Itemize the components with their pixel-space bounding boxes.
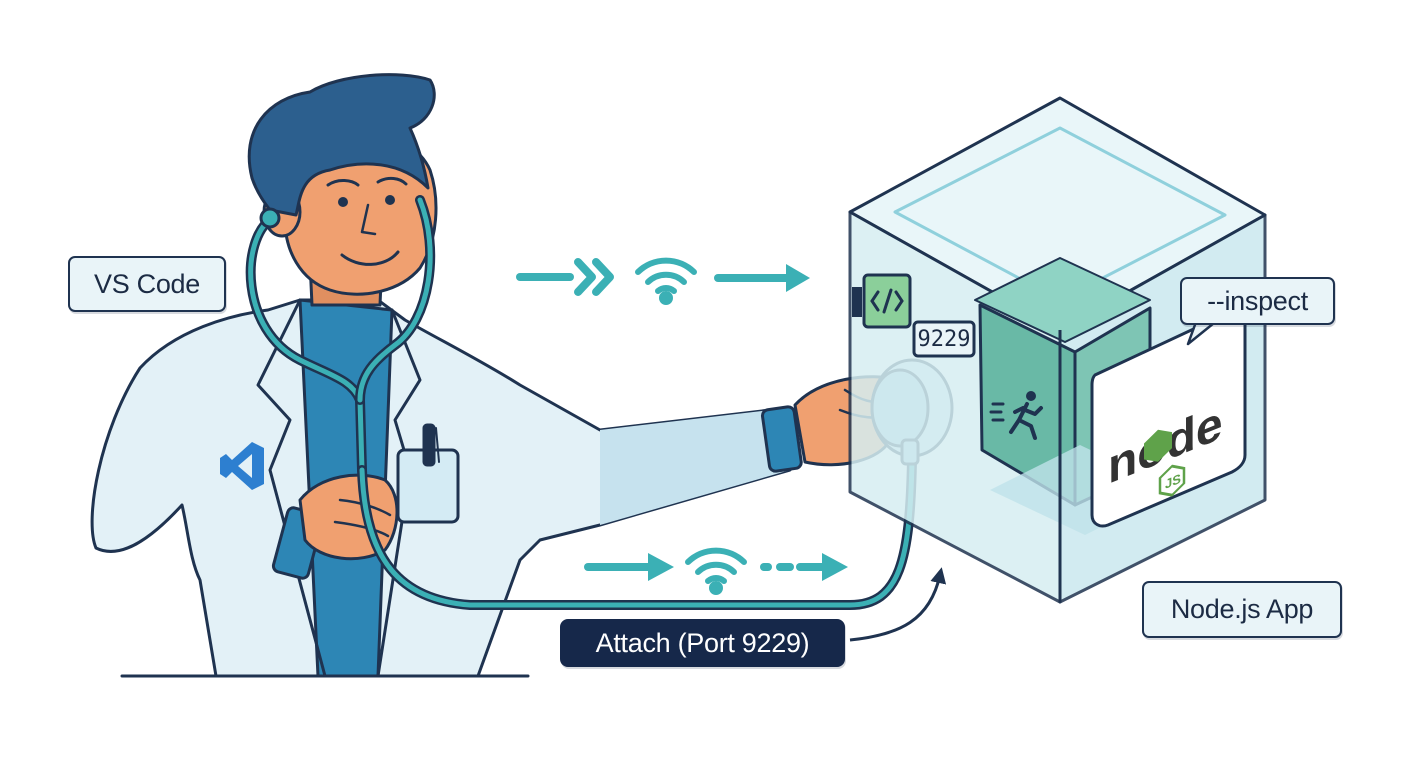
js-logo-text: JS xyxy=(1165,471,1181,492)
wifi-icon xyxy=(635,257,697,305)
eye-left xyxy=(338,197,348,207)
signal-arrows-top xyxy=(516,257,810,305)
hair xyxy=(247,73,436,217)
port-number: 9229 xyxy=(917,326,971,352)
eyebrow-right xyxy=(376,176,408,186)
eye-right xyxy=(385,195,395,205)
hand-left xyxy=(298,473,399,561)
coat-lapel-right xyxy=(376,308,422,678)
arrowhead-icon xyxy=(822,553,848,581)
node-app-label: Node.js App xyxy=(1142,581,1342,638)
vscode-label: VS Code xyxy=(68,256,226,312)
arrowhead-icon xyxy=(786,264,810,292)
vscode-logo-icon xyxy=(220,442,264,490)
pen-clip xyxy=(435,427,440,463)
running-man-icon xyxy=(989,391,1043,440)
attach-port-label: Attach (Port 9229) xyxy=(560,619,845,667)
arrowhead-icon xyxy=(648,553,674,581)
sleeve-cuff xyxy=(760,405,803,473)
inner-cube-top xyxy=(974,257,1151,343)
pen xyxy=(422,423,436,467)
port-plate xyxy=(912,320,976,358)
code-panel xyxy=(852,273,976,358)
inspect-label: --inspect xyxy=(1180,277,1335,325)
wifi-icon xyxy=(685,547,747,595)
nose xyxy=(360,203,377,236)
smile xyxy=(340,250,400,266)
eyebrow-left xyxy=(326,179,360,187)
attach-curve-arrow xyxy=(849,567,947,642)
chevron-icon xyxy=(574,258,596,296)
doctor-figure xyxy=(90,73,907,678)
signal-arrows-bottom xyxy=(584,547,848,595)
coat-sleeve-shade xyxy=(600,410,790,525)
box-top-inner xyxy=(893,126,1227,302)
chevron-icon xyxy=(592,258,614,296)
